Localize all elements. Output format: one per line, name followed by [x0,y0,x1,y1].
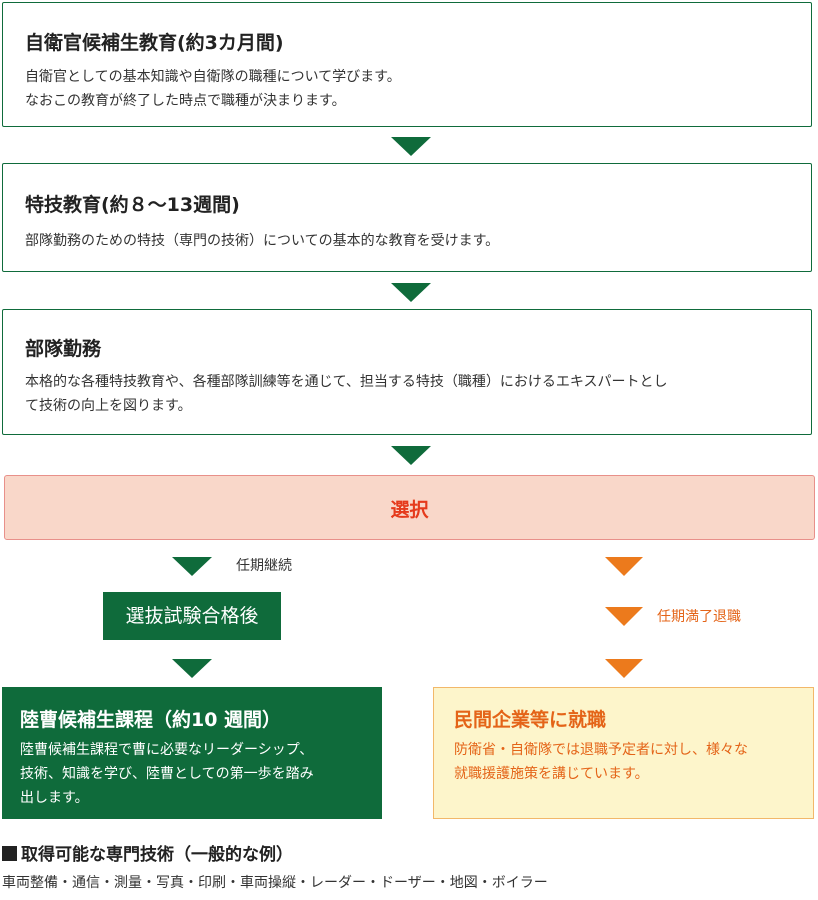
down-arrow-icon [391,283,431,302]
step-candidate-training: 自衛官候補生教育(約3カ月間) 自衛官としての基本知識や自衛隊の職種について学び… [2,2,812,127]
step-line: 本格的な各種特技教育や、各種部隊訓練等を通じて、担当する特技（職種）におけるエキ… [25,374,668,390]
step-title: 自衛官候補生教育(約3カ月間) [25,32,284,54]
down-arrow-icon [391,446,431,465]
step-description: 本格的な各種特技教育や、各種部隊訓練等を通じて、担当する特技（職種）におけるエキ… [25,370,781,418]
civilian-job-box: 民間企業等に就職 防衛省・自衛隊では退職予定者に対し、様々な 就職援護施策を講じ… [433,687,814,819]
step-line: 部隊勤務のための特技（専門の技術）についての基本的な教育を受けます。 [25,233,500,249]
step-line: なおこの教育が終了した時点で職種が決まります。 [25,93,346,109]
step-specialty-training: 特技教育(約８〜13週間) 部隊勤務のための特技（専門の技術）についての基本的な… [2,163,812,272]
description-line: 技術、知識を学び、陸曹としての第一歩を踏み [20,766,314,782]
sergeant-course-title: 陸曹候補生課程（約10 週間） [20,709,282,731]
selection-label: 選択 [390,499,429,521]
civilian-job-title: 民間企業等に就職 [454,709,607,731]
step-description: 部隊勤務のための特技（専門の技術）についての基本的な教育を受けます。 [25,229,781,253]
description-line: 出します。 [20,790,89,806]
selection-box: 選択 [4,475,815,540]
skills-list: 車両整備・通信・測量・写真・印刷・車両操縦・レーダー・ドーザー・地図・ボイラー [2,875,548,891]
description-line: 防衛省・自衛隊では退職予定者に対し、様々な [454,742,748,758]
sergeant-course-description: 陸曹候補生課程で曹に必要なリーダーシップ、 技術、知識を学び、陸曹としての第一歩… [20,738,366,810]
civilian-job-description: 防衛省・自衛隊では退職予定者に対し、様々な 就職援護施策を講じています。 [454,738,793,786]
down-arrow-icon [605,607,643,626]
down-arrow-icon [605,659,643,678]
description-line: 就職援護施策を講じています。 [454,766,649,782]
down-arrow-icon [391,137,431,156]
step-title: 部隊勤務 [25,338,102,360]
description-line: 陸曹候補生課程で曹に必要なリーダーシップ、 [20,742,314,758]
skills-heading-text: 取得可能な専門技術（一般的な例） [21,845,293,865]
down-arrow-icon [605,557,643,576]
step-line: 自衛官としての基本知識や自衛隊の職種について学びます。 [25,69,401,85]
down-arrow-icon [172,557,212,576]
step-title: 特技教育(約８〜13週間) [25,194,240,216]
square-bullet-icon [2,846,17,861]
sergeant-course-box: 陸曹候補生課程（約10 週間） 陸曹候補生課程で曹に必要なリーダーシップ、 技術… [2,687,382,819]
continue-label: 任期継続 [236,558,292,574]
retire-label: 任期満了退職 [657,609,741,625]
pass-exam-box: 選抜試験合格後 [103,592,281,640]
step-description: 自衛官としての基本知識や自衛隊の職種について学びます。 なおこの教育が終了した時… [25,65,781,113]
step-unit-duty: 部隊勤務 本格的な各種特技教育や、各種部隊訓練等を通じて、担当する特技（職種）に… [2,309,812,435]
down-arrow-icon [172,659,212,678]
skills-heading: 取得可能な専門技術（一般的な例） [2,840,293,865]
step-line: て技術の向上を図ります。 [25,398,192,414]
